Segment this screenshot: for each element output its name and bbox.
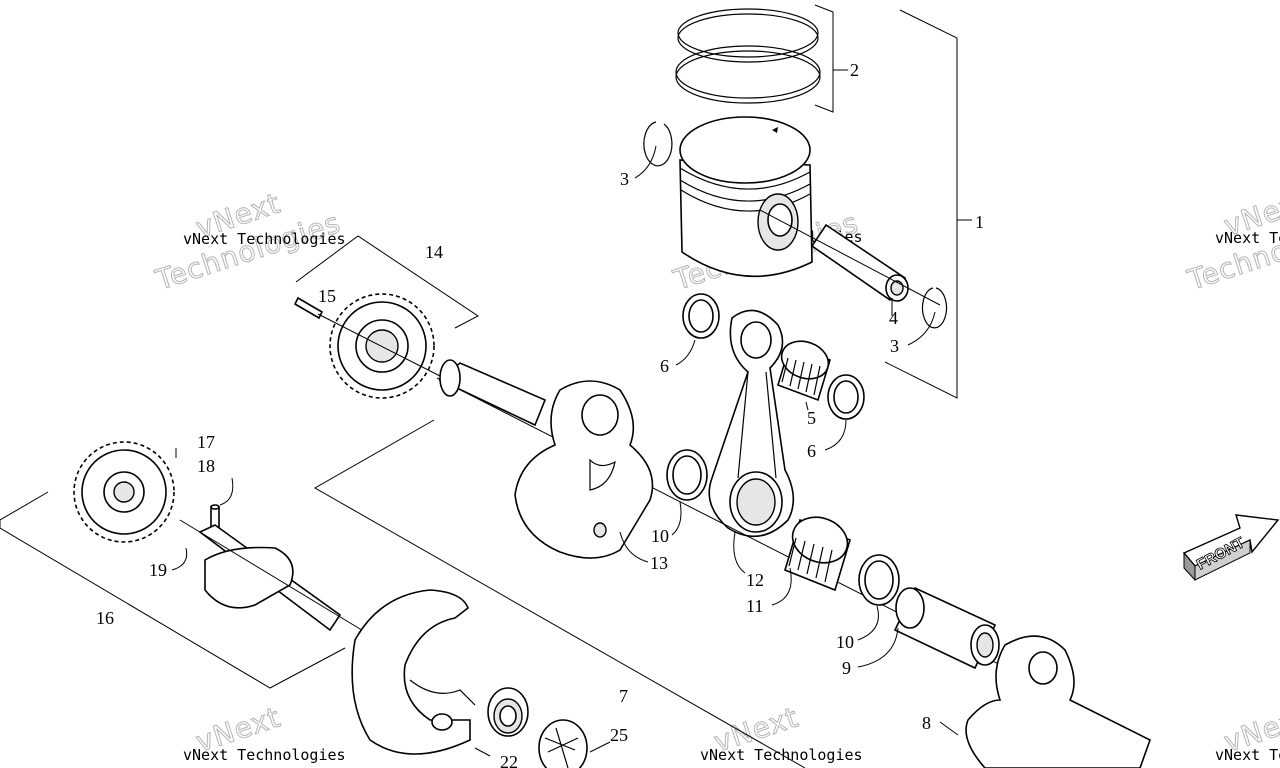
- callout-25: 25: [610, 725, 628, 745]
- crank-half-7: [351, 589, 476, 755]
- piston-rings: [675, 8, 821, 104]
- piston: [679, 116, 813, 278]
- callout-7: 7: [619, 686, 628, 706]
- group-brackets: [0, 4, 972, 768]
- callout-17: 17: [197, 432, 215, 452]
- callout-18: 18: [197, 456, 215, 476]
- callout-10: 10: [836, 632, 854, 652]
- impeller-25: [538, 719, 588, 768]
- pin-18: [210, 504, 220, 528]
- callouts: 1 2 3 3 4 5 6 6 7 8 9 10 10 11 12 13 14 …: [96, 60, 984, 768]
- crank-half-8: [965, 635, 1151, 768]
- callout-11: 11: [746, 596, 763, 616]
- callout-13: 13: [650, 553, 668, 573]
- callout-9: 9: [842, 658, 851, 678]
- watermark-line: vNext Technologies: [1215, 746, 1280, 764]
- washers-10: [666, 449, 900, 606]
- crank-half-13: [438, 359, 654, 559]
- leader-lines: [171, 145, 959, 757]
- callout-12: 12: [746, 570, 764, 590]
- crank-pin: [893, 586, 1000, 670]
- callout-19: 19: [149, 560, 167, 580]
- callout-22: 22: [500, 752, 518, 768]
- thrust-washers: [682, 293, 865, 420]
- wrist-pin: [759, 209, 941, 306]
- callout-1: 1: [975, 212, 984, 232]
- callout-5: 5: [807, 408, 816, 428]
- gear-17: [73, 441, 175, 543]
- connecting-rod: [708, 309, 795, 538]
- watermark-line: vNext Technologies: [183, 230, 346, 248]
- callout-8: 8: [922, 713, 931, 733]
- callout-10: 10: [651, 526, 669, 546]
- callout-4: 4: [889, 308, 898, 328]
- watermark-line: vNext Technologies: [1215, 229, 1280, 247]
- callout-6: 6: [660, 356, 669, 376]
- balancer-shaft-19: [179, 519, 366, 633]
- small-end-bearing: [777, 340, 831, 402]
- callout-3: 3: [620, 169, 629, 189]
- callout-6: 6: [807, 441, 816, 461]
- callout-3: 3: [890, 336, 899, 356]
- callout-2: 2: [850, 60, 859, 80]
- front-direction-arrow: FRONT: [1182, 514, 1280, 582]
- watermark-line: vNext Technologies: [183, 746, 346, 764]
- big-end-bearing: [784, 516, 851, 592]
- pin-15: [293, 296, 441, 377]
- callout-15: 15: [318, 286, 336, 306]
- callout-14: 14: [425, 242, 443, 262]
- callout-16: 16: [96, 608, 114, 628]
- seal-22: [487, 687, 529, 737]
